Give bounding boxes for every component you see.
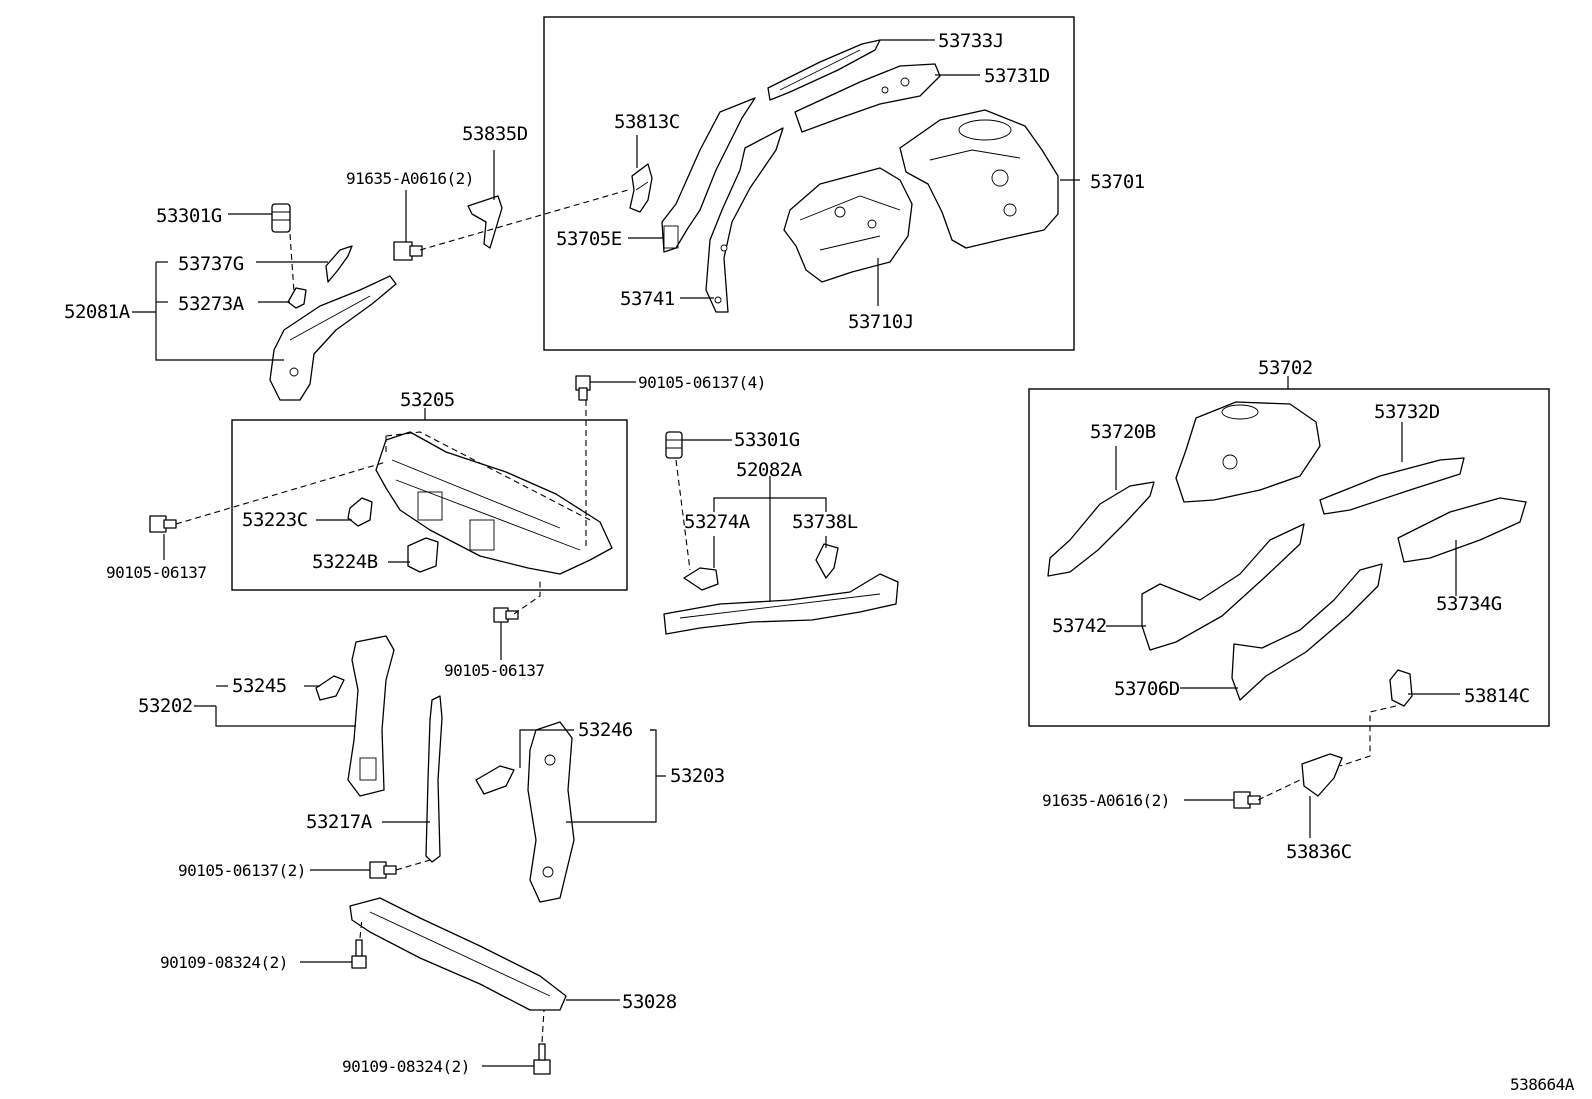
part-shape-53732D <box>1319 457 1465 515</box>
part-shape-53202 <box>347 635 395 797</box>
part-shape-53742 <box>1141 523 1305 651</box>
part-shape-53223C <box>347 497 373 527</box>
part-shape-53205 <box>375 431 613 575</box>
part-label-53813C: 53813C <box>614 111 680 133</box>
part-shape-bolt-91635-bot <box>1233 791 1261 809</box>
part-label-53245: 53245 <box>232 675 287 697</box>
part-label-53732D: 53732D <box>1374 401 1440 423</box>
group-box-53701 <box>543 16 1075 351</box>
leader-lines <box>132 39 1460 1067</box>
part-label-53836C: 53836C <box>1286 841 1352 863</box>
part-shape-bolt-90109-b <box>533 1043 551 1075</box>
part-label-90105-06137-4: 90105-06137(4) <box>638 373 766 392</box>
part-label-53224B: 53224B <box>312 551 378 573</box>
part-shape-bolt-90105-4 <box>575 375 591 401</box>
group-label-52082A: 52082A <box>736 459 803 481</box>
part-label-53835D: 53835D <box>462 123 528 145</box>
part-label-53301G-top: 53301G <box>156 205 222 227</box>
part-label-53274A: 53274A <box>684 511 751 533</box>
part-label-53741: 53741 <box>620 288 675 310</box>
group-label-53202: 53202 <box>138 695 193 717</box>
part-shape-53028 <box>349 897 567 1011</box>
part-shape-53301G-mid <box>665 431 683 459</box>
part-shape-53835D <box>467 195 503 249</box>
part-shape-53702-shell <box>1175 401 1321 503</box>
part-shape-53246 <box>475 765 515 795</box>
part-shape-bolt-90105-left <box>149 515 177 533</box>
part-label-90105-06137-mid: 90105-06137 <box>444 661 544 680</box>
part-shape-53706D <box>1231 563 1383 701</box>
part-shape-53741 <box>705 127 784 313</box>
part-label-53028: 53028 <box>622 991 677 1013</box>
part-label-53223C: 53223C <box>242 509 308 531</box>
part-shape-53301G-top <box>271 203 291 233</box>
part-shape-bolt-90109-a <box>351 939 367 969</box>
part-shape-53733J <box>767 39 881 101</box>
part-shape-53245 <box>315 675 345 701</box>
part-label-91635-top: 91635-A0616(2) <box>346 169 474 188</box>
part-label-53705E: 53705E <box>556 228 622 250</box>
part-label-53738L: 53738L <box>792 511 858 533</box>
part-label-53720B: 53720B <box>1090 421 1156 443</box>
part-label-53710J: 53710J <box>848 311 914 333</box>
part-shape-53737G <box>325 245 353 283</box>
part-label-53737G: 53737G <box>178 253 244 275</box>
part-shape-53274A <box>683 567 719 591</box>
part-label-53246: 53246 <box>578 719 633 741</box>
part-label-53742: 53742 <box>1052 615 1107 637</box>
part-shape-53705E <box>661 97 756 253</box>
part-label-53706D: 53706D <box>1114 678 1180 700</box>
part-label-53273A: 53273A <box>178 293 245 315</box>
part-shape-53734G <box>1397 497 1527 563</box>
part-shape-53836C <box>1301 753 1343 797</box>
group-box-53702 <box>1028 388 1550 727</box>
part-label-53734G: 53734G <box>1436 593 1502 615</box>
part-label-53731D: 53731D <box>984 65 1050 87</box>
part-label-90109-08324-b: 90109-08324(2) <box>342 1057 470 1076</box>
group-label-53702: 53702 <box>1258 357 1313 379</box>
part-labels: 53701 53702 53205 52081A 52082A 53202 53… <box>64 30 1575 1094</box>
part-label-53814C: 53814C <box>1464 685 1530 707</box>
part-shape-bolt-91635-top <box>393 241 423 261</box>
part-shape-53710J <box>783 167 913 283</box>
part-shape-bolt-90105-2 <box>369 861 397 879</box>
diagram-id: 538664A <box>1510 1075 1575 1094</box>
part-label-53301G-mid: 53301G <box>734 429 800 451</box>
part-shape-52081A <box>269 275 397 401</box>
part-label-90105-06137-left: 90105-06137 <box>106 563 206 582</box>
group-label-52081A: 52081A <box>64 301 131 323</box>
part-shape-53813C <box>629 163 653 213</box>
part-shape-52082A <box>663 573 899 635</box>
part-label-90105-06137-2: 90105-06137(2) <box>178 861 306 880</box>
part-shape-53814C <box>1389 669 1413 707</box>
part-label-53733J: 53733J <box>938 30 1004 52</box>
part-label-90109-08324-a: 90109-08324(2) <box>160 953 288 972</box>
part-label-53217A: 53217A <box>306 811 373 833</box>
part-shape-53731D <box>794 63 941 133</box>
part-shape-bolt-90105-mid <box>493 607 519 623</box>
dashed-alignment-lines <box>175 189 1397 1043</box>
part-shape-53701-shell <box>899 109 1059 249</box>
part-shape-53224B <box>407 537 439 573</box>
group-box-53205 <box>231 419 628 591</box>
part-label-91635-bot: 91635-A0616(2) <box>1042 791 1170 810</box>
part-shape-53203 <box>527 721 575 903</box>
part-shape-53738L <box>815 543 839 579</box>
group-label-53203: 53203 <box>670 765 725 787</box>
part-shape-53720B <box>1047 481 1155 577</box>
part-shape-53217A <box>425 695 443 863</box>
group-label-53205: 53205 <box>400 389 455 411</box>
group-label-53701: 53701 <box>1090 171 1145 193</box>
part-shape-53273A <box>287 287 307 309</box>
